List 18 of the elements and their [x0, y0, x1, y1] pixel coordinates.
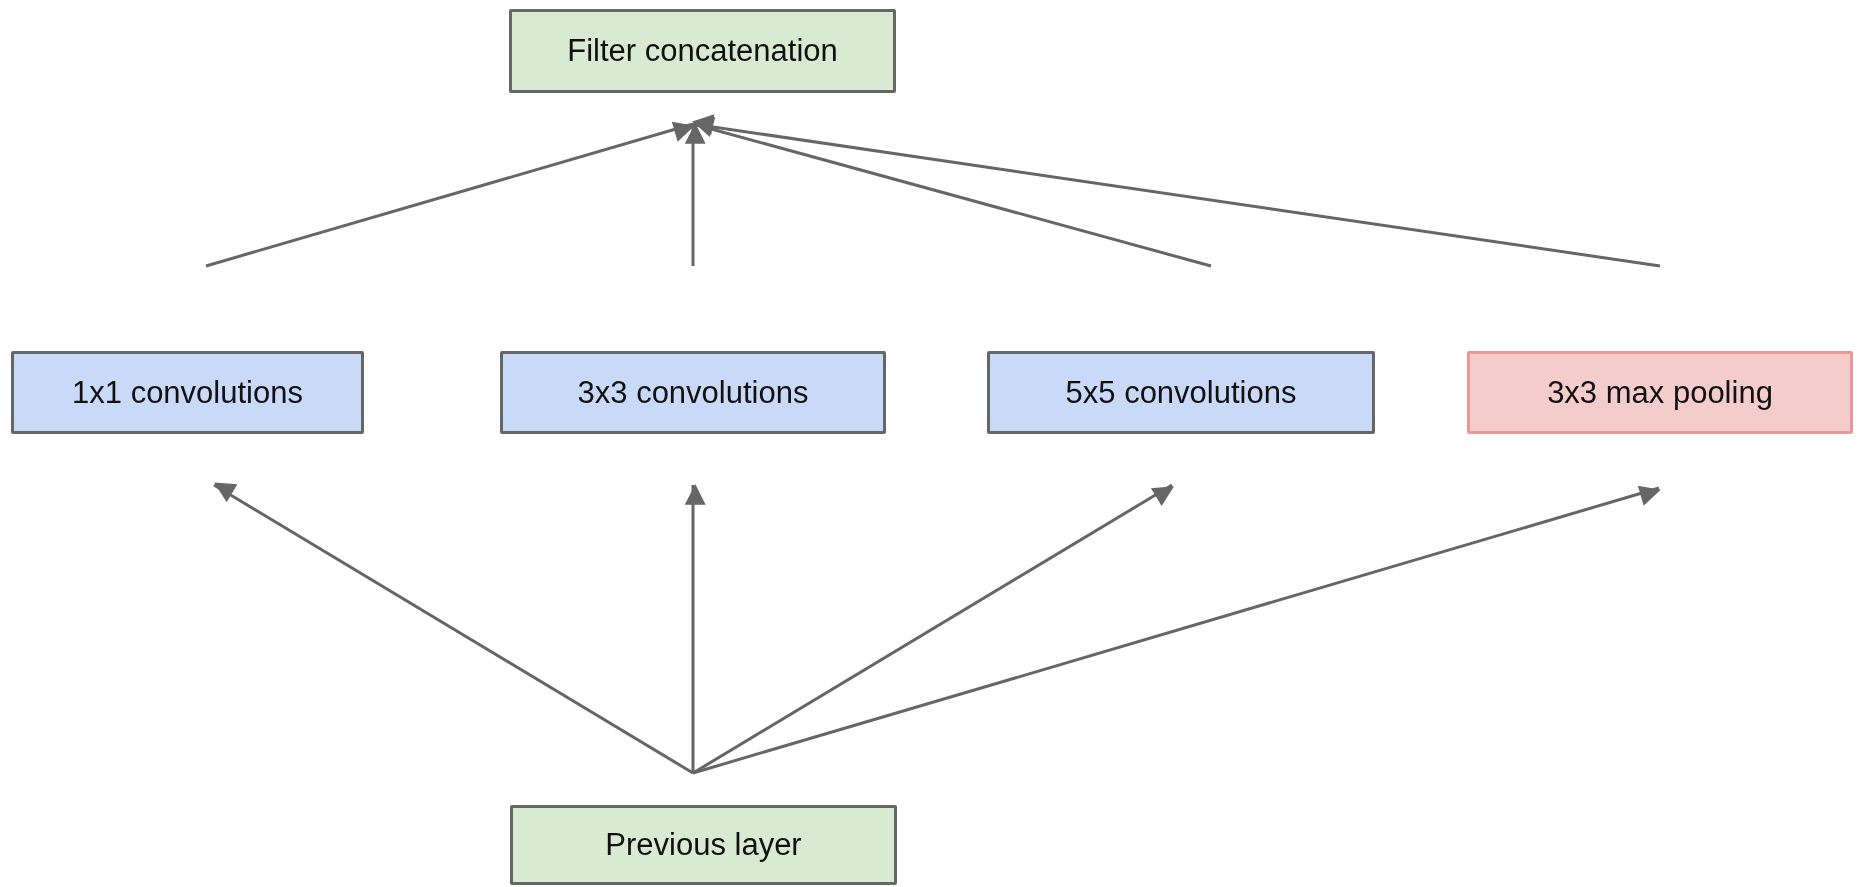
arrow	[684, 483, 706, 773]
process-box	[509, 9, 896, 93]
box-label: 5x5 convolutions	[1065, 374, 1297, 411]
arrow	[205, 121, 695, 268]
process-box	[500, 351, 886, 434]
box-label: 1x1 convolutions	[72, 374, 303, 411]
box-label: Filter concatenation	[567, 33, 838, 69]
process-box	[11, 351, 364, 434]
process-box	[1467, 351, 1853, 434]
process-box	[510, 805, 897, 885]
box-label: 3x3 max pooling	[1547, 374, 1773, 411]
box-label: 3x3 convolutions	[577, 374, 809, 411]
arrow	[692, 114, 1661, 268]
process-box	[987, 351, 1375, 434]
arrow	[692, 485, 1661, 775]
arrow	[684, 122, 706, 266]
arrow	[213, 482, 694, 775]
box-label: Previous layer	[605, 827, 802, 863]
